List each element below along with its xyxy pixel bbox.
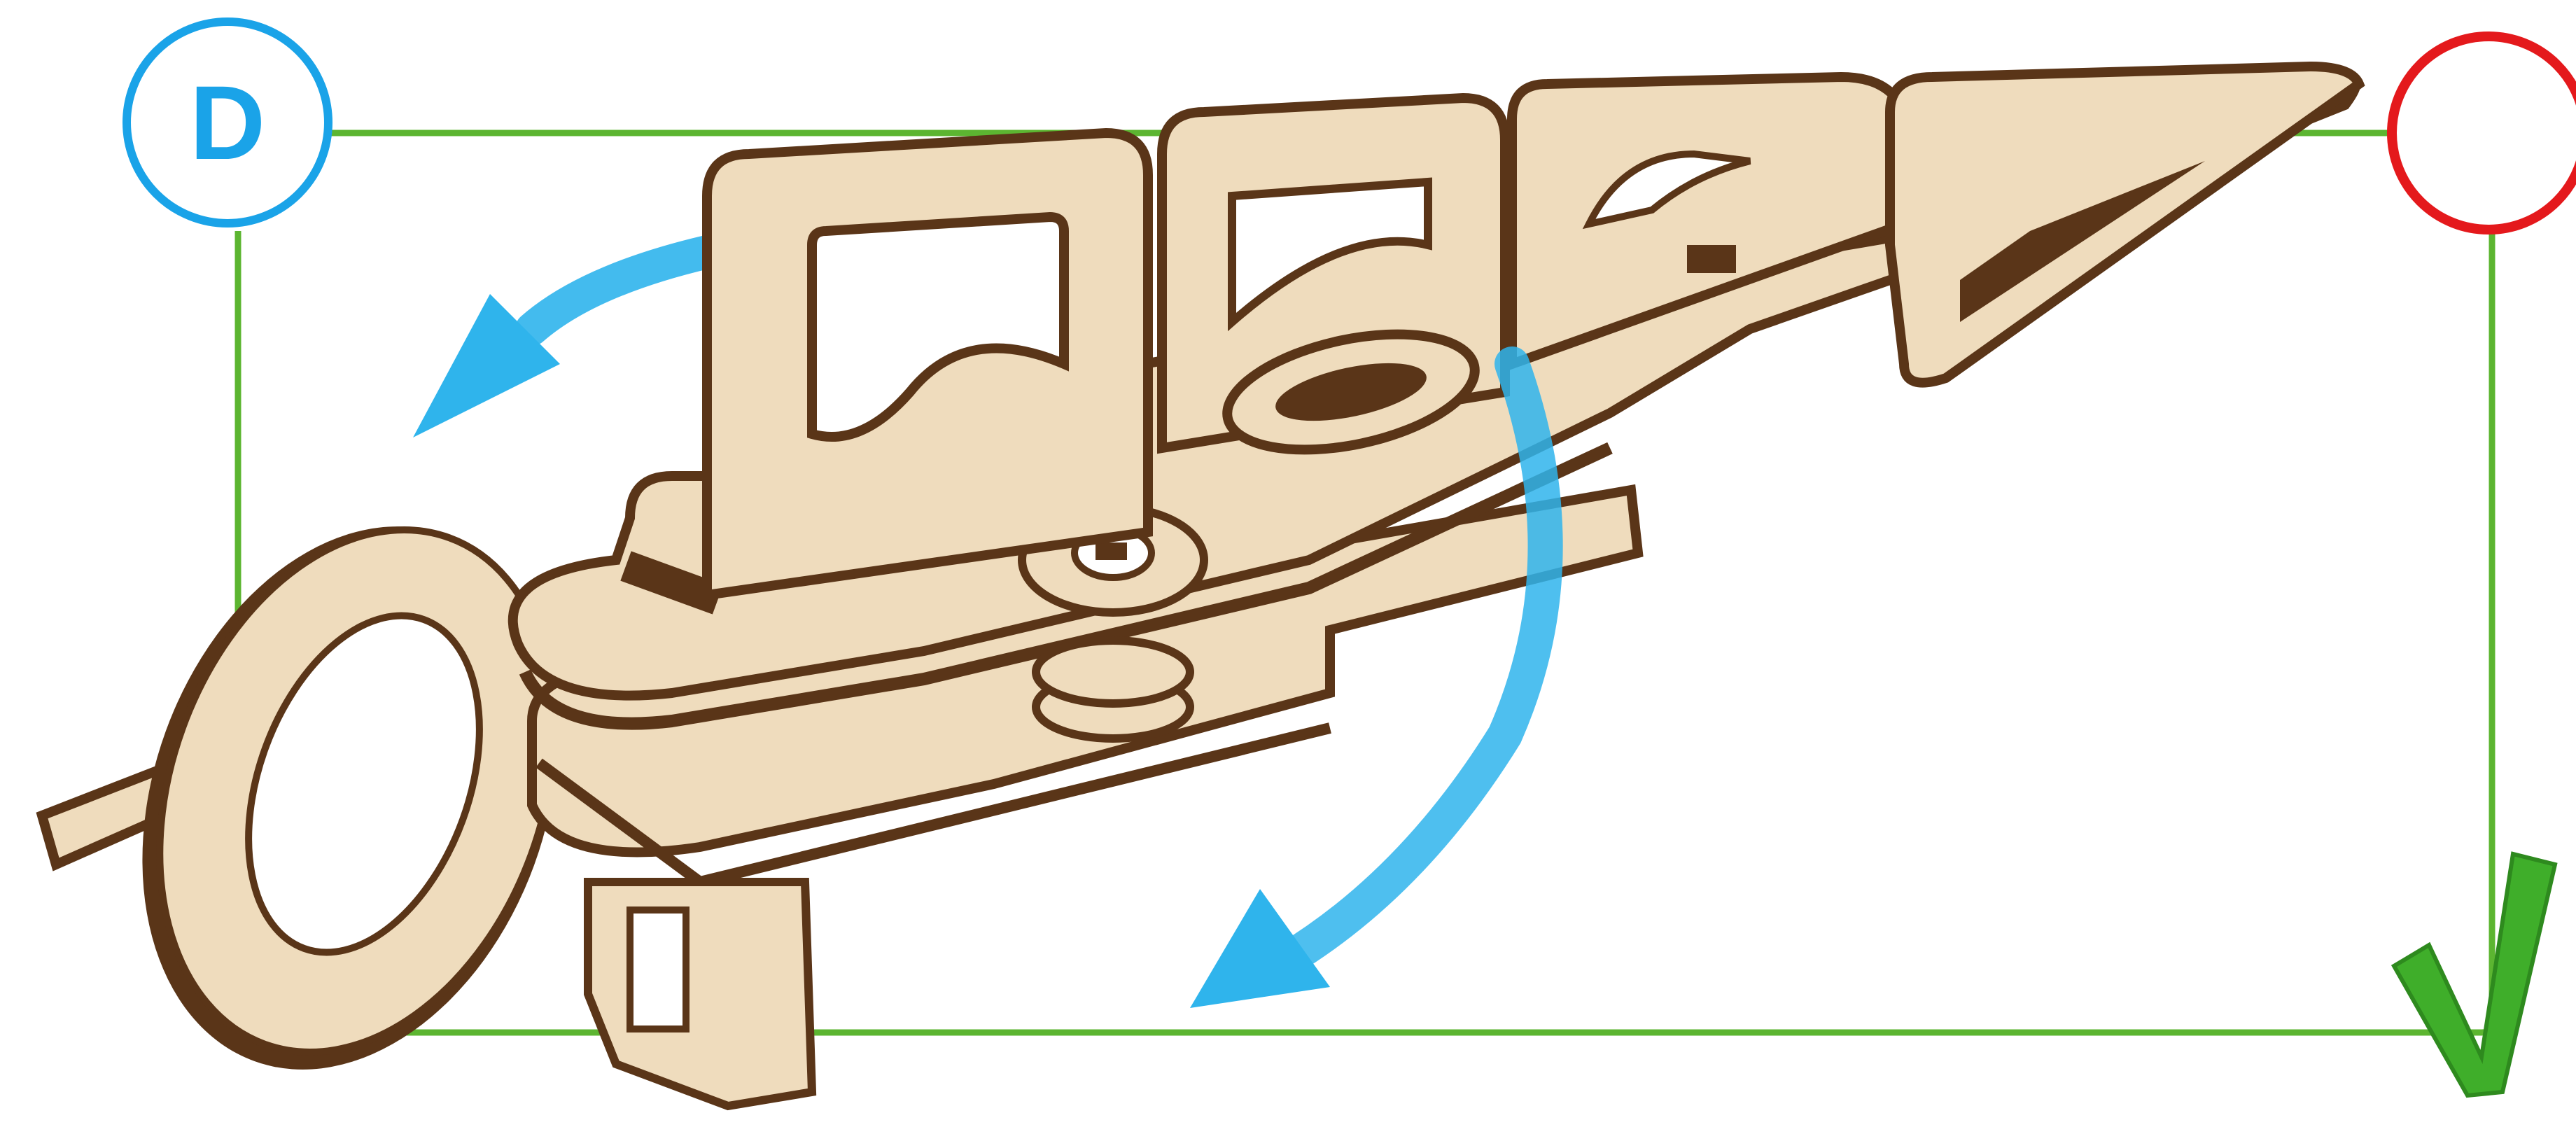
step-letter: D bbox=[190, 70, 265, 175]
checkmark-icon bbox=[2394, 854, 2555, 1096]
step-badge: D bbox=[122, 18, 332, 227]
wooden-pinwheel-model bbox=[42, 66, 2359, 1124]
vane-4 bbox=[1890, 66, 2359, 383]
hint-ring bbox=[2387, 31, 2576, 234]
vane-1 bbox=[707, 133, 1148, 595]
